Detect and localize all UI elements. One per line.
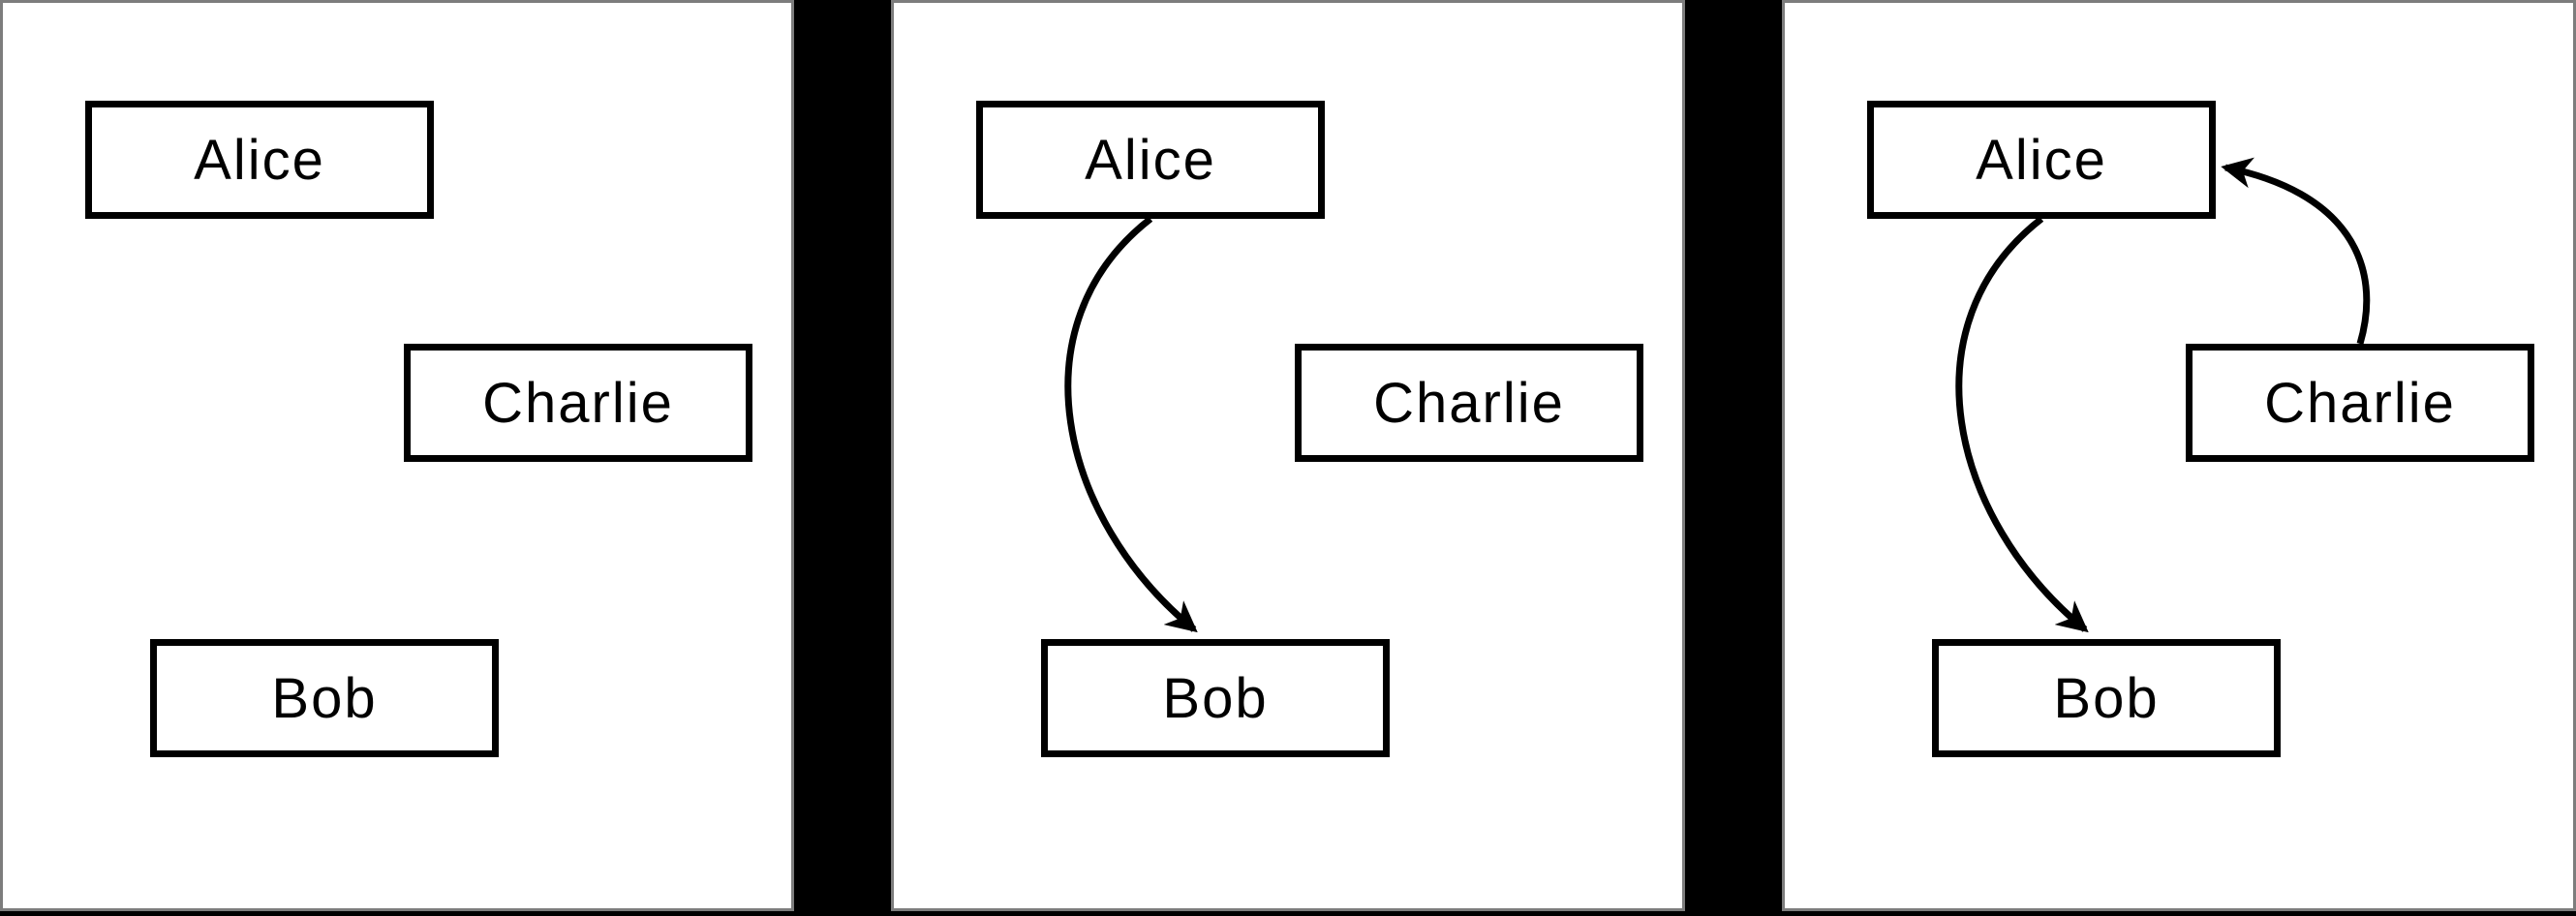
node-label: Alice	[1085, 128, 1216, 192]
edge-charlie-alice	[2221, 157, 2371, 345]
node-bob[interactable]: Bob	[1041, 639, 1390, 757]
panel-3: Alice Charlie Bob	[1782, 0, 2576, 911]
node-label: Bob	[1162, 666, 1269, 730]
panel-2: Alice Charlie Bob	[891, 0, 1685, 911]
node-label: Bob	[2053, 666, 2160, 730]
node-bob[interactable]: Bob	[1932, 639, 2281, 757]
node-label: Charlie	[2264, 371, 2456, 435]
panel-1: Alice Charlie Bob	[0, 0, 794, 911]
edge-alice-bob	[1064, 216, 1198, 633]
node-label: Alice	[1976, 128, 2107, 192]
edge-alice-bob	[1955, 216, 2089, 633]
node-alice[interactable]: Alice	[976, 101, 1325, 219]
node-label: Alice	[194, 128, 325, 192]
node-alice[interactable]: Alice	[1867, 101, 2216, 219]
node-label: Bob	[271, 666, 378, 730]
node-label: Charlie	[482, 371, 674, 435]
node-bob[interactable]: Bob	[150, 639, 499, 757]
node-charlie[interactable]: Charlie	[404, 344, 752, 462]
node-charlie[interactable]: Charlie	[2186, 344, 2534, 462]
node-alice[interactable]: Alice	[85, 101, 434, 219]
node-label: Charlie	[1373, 371, 1565, 435]
node-charlie[interactable]: Charlie	[1295, 344, 1643, 462]
